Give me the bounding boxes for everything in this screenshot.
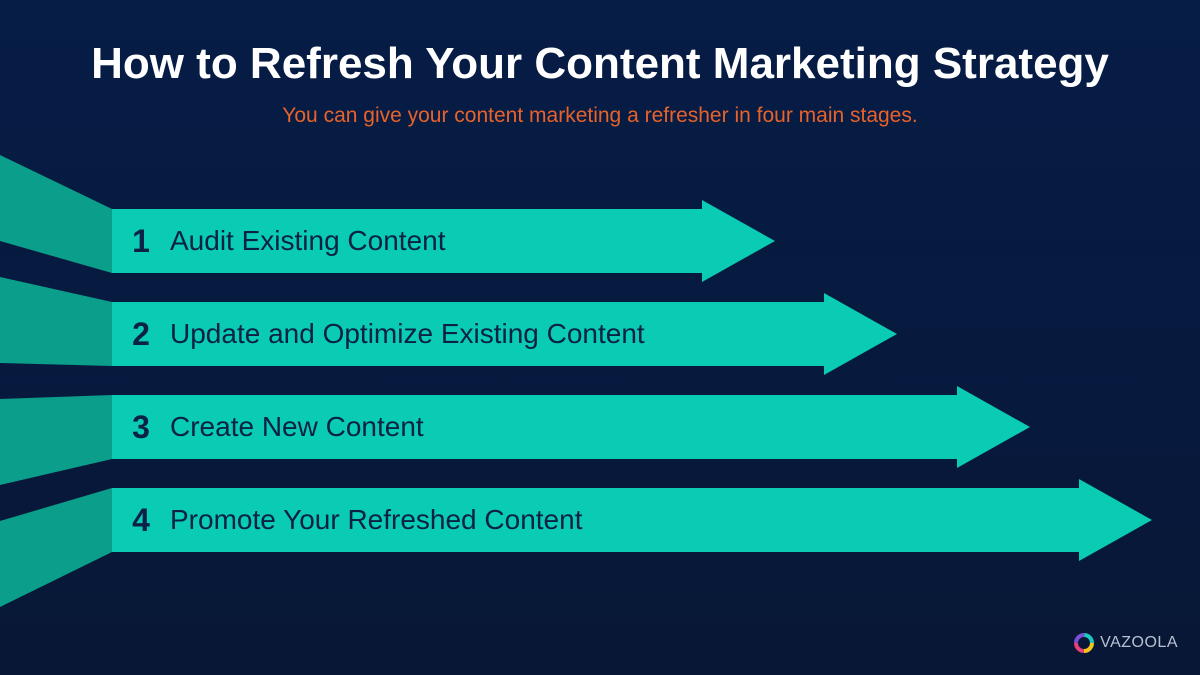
step-4-arrow	[112, 479, 1152, 561]
step-3-label: Create New Content	[170, 411, 424, 442]
vazoola-ring-icon	[1074, 633, 1095, 653]
step-3-tail	[0, 395, 112, 485]
brand-logo: VAZOOLA	[1072, 631, 1178, 655]
step-3-number: 3	[132, 409, 150, 445]
page-title: How to Refresh Your Content Marketing St…	[91, 39, 1109, 88]
step-2-tail	[0, 277, 112, 366]
page-subtitle: You can give your content marketing a re…	[282, 104, 918, 127]
step-1-number: 1	[132, 223, 150, 259]
step-2-arrow	[112, 293, 897, 375]
step-1-tail	[0, 155, 112, 273]
step-3-arrow	[112, 386, 1030, 468]
step-4-tail	[0, 488, 112, 607]
step-2-number: 2	[132, 316, 150, 352]
step-1-label: Audit Existing Content	[170, 225, 446, 256]
step-1-arrow	[112, 200, 775, 282]
brand-name: VAZOOLA	[1100, 634, 1178, 651]
step-4-label: Promote Your Refreshed Content	[170, 504, 583, 535]
step-2-label: Update and Optimize Existing Content	[170, 318, 645, 349]
step-4-number: 4	[132, 502, 150, 538]
